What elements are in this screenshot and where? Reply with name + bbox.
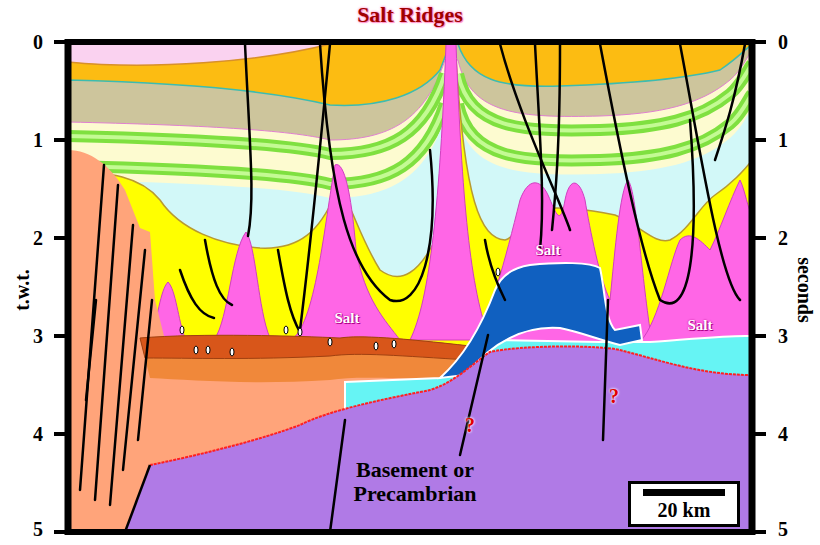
question-mark: ? (609, 385, 619, 408)
diagram-title: Salt Ridges (357, 2, 463, 28)
scale-bar (643, 489, 725, 496)
tick-label: 3 (33, 325, 43, 348)
tick-label: 2 (33, 227, 43, 250)
basement-label: Basement or Precambrian (354, 458, 477, 506)
tick-label: 4 (778, 423, 788, 446)
scale-label: 20 km (643, 499, 725, 522)
tick-label: 4 (33, 423, 43, 446)
tick-label: 0 (778, 31, 788, 54)
tick-label: 0 (33, 31, 43, 54)
tick-label: 5 (778, 518, 788, 541)
tick-label: 5 (33, 518, 43, 541)
salt-label: Salt (334, 310, 359, 327)
salt-label: Salt (535, 242, 560, 259)
tick-label: 2 (778, 227, 788, 250)
tick-label: 1 (778, 129, 788, 152)
salt-label: Salt (687, 317, 712, 334)
scale-box: 20 km (628, 481, 740, 527)
tick-label: 1 (33, 129, 43, 152)
axis-title: t.w.t. (11, 269, 34, 311)
question-mark: ? (465, 414, 475, 437)
tick-label: 3 (778, 325, 788, 348)
axis-title: seconds (793, 257, 816, 323)
